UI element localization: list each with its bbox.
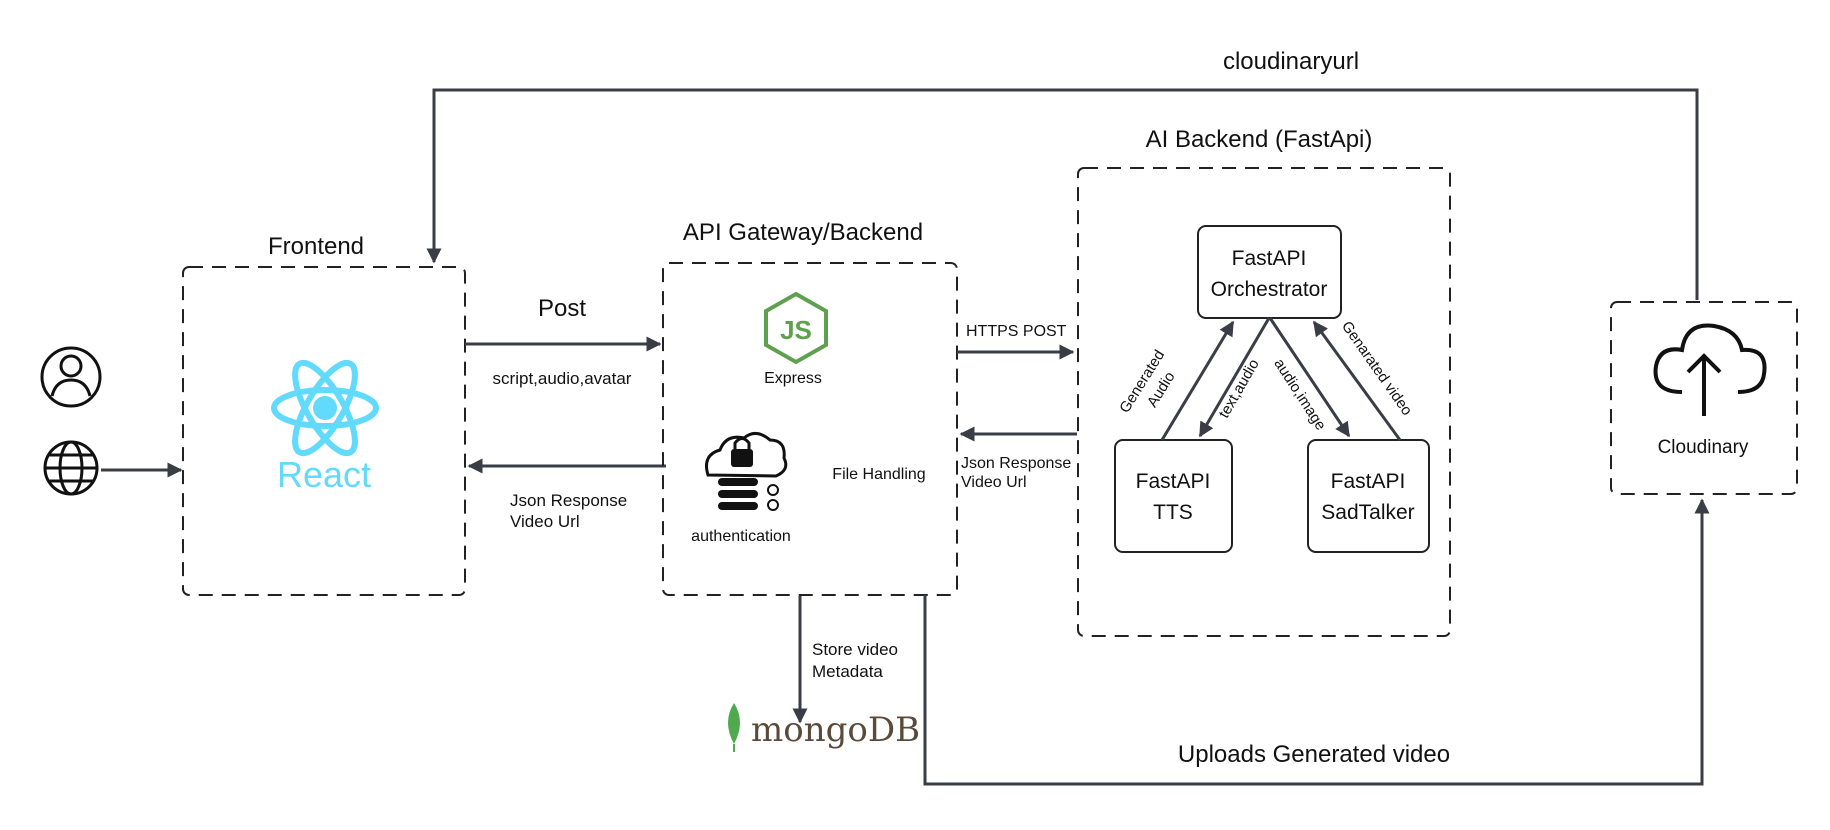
sadtalker-line1: FastAPI [1331, 470, 1406, 493]
react-logo-icon [271, 359, 379, 457]
tts-line2: TTS [1153, 501, 1193, 524]
post-payload-label: script,audio,avatar [493, 369, 632, 388]
cloud-upload-icon [1653, 323, 1767, 416]
file-handling-label: File Handling [832, 466, 925, 483]
text-audio-label: text,audio [1215, 356, 1262, 421]
json-response-front-line2: Video Url [510, 512, 580, 531]
auth-label: authentication [691, 528, 791, 545]
store-label-line1: Store video [812, 640, 898, 659]
globe-icon [43, 440, 99, 496]
frontend-title: Frontend [268, 233, 364, 260]
https-post-label: HTTPS POST [966, 323, 1067, 340]
gateway-boundary [662, 262, 958, 596]
json-response-front-line1: Json Response [510, 491, 627, 510]
edge-gateway-to-cloudinary [923, 498, 1710, 786]
tts-node: FastAPI TTS [1114, 439, 1233, 553]
nodejs-logo-icon: JS [764, 291, 828, 365]
frontend-boundary [182, 266, 466, 596]
react-logo-text: React [277, 454, 371, 495]
mongodb-logo-text: mongoDB [751, 710, 920, 750]
edge-tts-to-orchestrator [1160, 320, 1235, 441]
ai-backend-boundary [1077, 167, 1451, 637]
nodejs-badge-text: JS [780, 315, 812, 345]
ai-backend-title: AI Backend (FastApi) [1146, 126, 1373, 153]
edge-sadtalker-to-orchestrator [1312, 320, 1402, 441]
orchestrator-node: FastAPI Orchestrator [1197, 225, 1342, 319]
cloudinary-label: Cloudinary [1658, 437, 1749, 458]
auth-lock-icon [705, 432, 788, 511]
orchestrator-line2: Orchestrator [1211, 278, 1328, 301]
mongodb-logo-icon [728, 703, 740, 752]
express-label: Express [764, 370, 822, 387]
store-label-line2: Metadata [812, 662, 883, 681]
cloudinary-boundary [1610, 301, 1798, 495]
cloudinaryurl-label: cloudinaryurl [1223, 48, 1359, 75]
orchestrator-line1: FastAPI [1232, 247, 1307, 270]
post-label: Post [538, 295, 586, 322]
edge-cloudinary-to-frontend [426, 88, 1699, 300]
json-response-ai-line2: Video Url [961, 474, 1027, 491]
tts-line1: FastAPI [1136, 470, 1211, 493]
sadtalker-node: FastAPI SadTalker [1307, 439, 1430, 553]
json-response-ai-line1: Json Response [961, 455, 1071, 472]
sadtalker-line2: SadTalker [1321, 501, 1414, 524]
user-icon [40, 346, 102, 408]
edge-orchestrator-to-sadtalker [1268, 317, 1351, 438]
uploads-generated-video-label: Uploads Generated video [1178, 741, 1450, 768]
gateway-title: API Gateway/Backend [683, 219, 923, 246]
edge-orchestrator-to-tts [1198, 317, 1271, 438]
